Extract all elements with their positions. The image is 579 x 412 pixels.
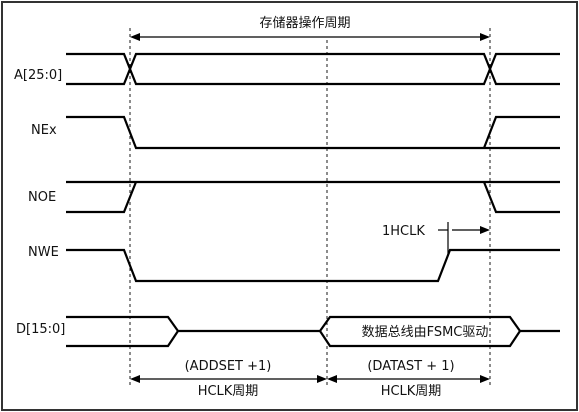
data-bus-label: 数据总线由FSMC驱动 [362,325,489,340]
noe-waveform [66,180,560,214]
phase2-top-label: (DATAST + 1) [367,359,454,374]
addr-waveform [66,52,560,86]
memory-cycle-arrow [130,33,490,41]
signal-label-data: D[15:0] [16,322,65,337]
signal-label-addr: A[25:0] [14,68,62,83]
signal-label-nwe: NWE [28,245,59,260]
phase1-bottom-label: HCLK周期 [198,384,259,399]
signal-label-noe: NOE [28,190,56,205]
signal-label-nex: NEx [31,123,57,138]
hclk-label: 1HCLK [382,224,425,239]
data-waveform [66,315,560,348]
hclk-arrow [452,226,490,234]
phase2-bottom-label: HCLK周期 [381,384,442,399]
phase1-top-label: (ADDSET +1) [185,359,272,374]
nex-waveform [66,115,560,150]
nwe-waveform [66,248,560,283]
phase1-arrow [130,375,327,383]
phase2-arrow [327,375,490,383]
cycle-title: 存储器操作周期 [259,15,350,31]
